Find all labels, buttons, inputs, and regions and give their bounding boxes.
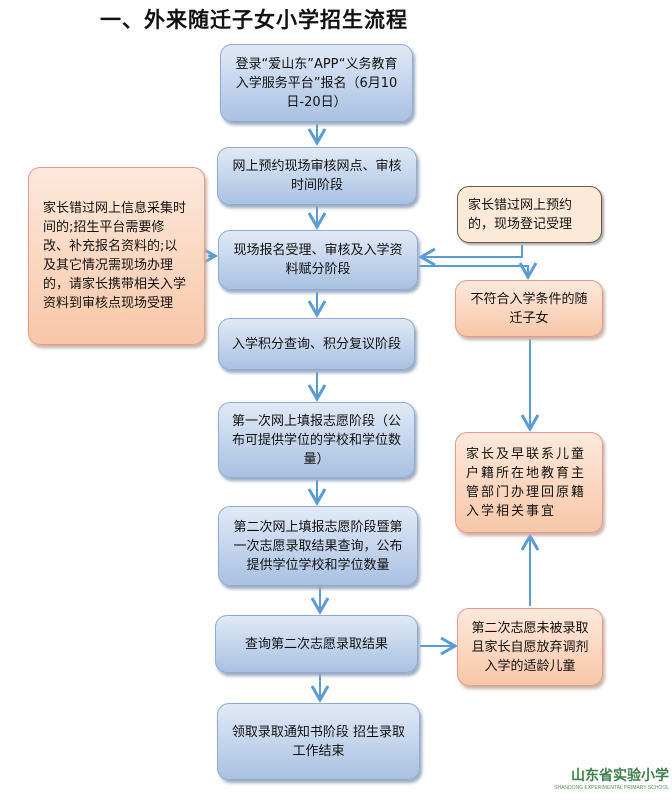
side-not-admitted: 第二次志愿未被录取且家长自愿放弃调剂入学的适龄儿童 [457, 608, 603, 686]
step-admission-notice: 领取录取通知书阶段 招生录取工作结束 [217, 703, 420, 780]
side-missed-appointment: 家长错过网上预约的，现场登记受理 [457, 186, 602, 243]
side-return-hometown: 家长及早联系儿童户籍所在地教育主管部门办理回原籍入学相关事宜 [455, 432, 603, 533]
logo-cn: 山东省实验小学 [571, 768, 669, 784]
logo-en: SHANDONG EXPERIMENTAL PRIMARY SCHOOL [554, 785, 669, 791]
page-title: 一、外来随迁子女小学招生流程 [100, 7, 408, 32]
step-onsite-review: 现场报名受理、审核及入学资料赋分阶段 [218, 230, 418, 290]
step-points-query: 入学积分查询、积分复议阶段 [218, 318, 415, 370]
step-first-choice: 第一次网上填报志愿阶段（公布可提供学位的学校和学位数量） [218, 402, 415, 478]
side-onsite-note: 家长错过网上信息采集时间的;招生平台需要修改、补充报名资料的;以及其它情况需现场… [28, 167, 205, 345]
step-second-choice: 第二次网上填报志愿阶段暨第一次志愿录取结果查询，公布提供学位学校和学位数量 [218, 506, 418, 586]
step-second-result: 查询第二次志愿录取结果 [215, 615, 418, 673]
arrow [419, 262, 538, 281]
step-register: 登录“爱山东”APP“义务教育入学服务平台”报名（6月10日-20日） [220, 44, 413, 122]
step-appointment: 网上预约现场审核网点、审核时间阶段 [217, 147, 417, 205]
arrow [417, 245, 523, 267]
side-ineligible: 不符合入学条件的随迁子女 [455, 280, 603, 337]
